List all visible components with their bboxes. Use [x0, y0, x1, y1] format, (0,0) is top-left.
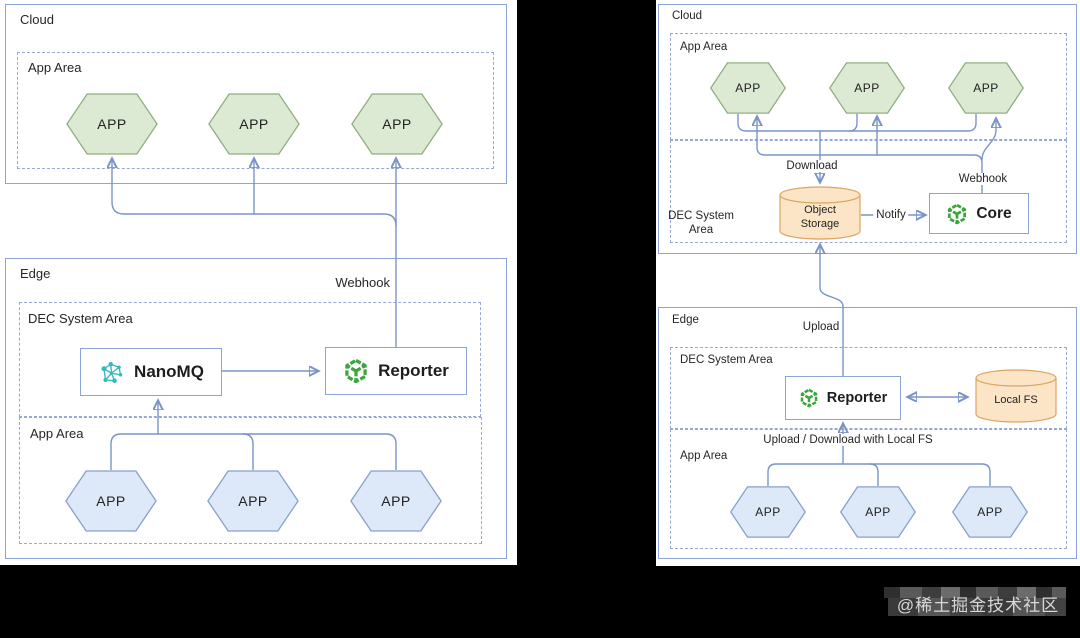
- wire-reporter-upload-to-storage: [820, 245, 844, 376]
- wire-re-app3-stub: [981, 463, 991, 486]
- left-reporter-node: Reporter: [325, 347, 467, 395]
- app-label: APP: [865, 505, 891, 519]
- right-reporter-node: Reporter: [785, 376, 901, 420]
- right-edge-app-hexagon: APP: [730, 486, 806, 538]
- wire-re-app2-stub: [869, 463, 879, 486]
- wire-edge-app3-stub: [385, 433, 397, 470]
- left-edge-app-hexagon: APP: [65, 470, 157, 532]
- right-cloud-app-area-label: App Area: [680, 41, 728, 53]
- right-edge-dec-area: [670, 347, 1067, 429]
- right-cloud-dec-area-label: DEC System Area: [668, 210, 734, 237]
- app-label: APP: [977, 505, 1003, 519]
- nanomq-label: NanoMQ: [134, 362, 204, 381]
- right-edge-label: Edge: [672, 314, 699, 326]
- wire-core-webhook-to-app3: [981, 119, 996, 161]
- reporter-label: Reporter: [826, 390, 888, 406]
- left-webhook-label: Webhook: [335, 275, 390, 290]
- watermark-text: @稀土掘金技术社区: [896, 596, 1060, 615]
- nanomq-node: NanoMQ: [80, 348, 222, 396]
- left-cloud-app-hexagon: APP: [66, 93, 158, 155]
- right-edge-app-hexagon: APP: [952, 486, 1028, 538]
- left-cloud-app-hexagon: APP: [208, 93, 300, 155]
- app-label: APP: [381, 493, 411, 509]
- left-cloud-label: Cloud: [20, 12, 54, 27]
- download-label: Download: [783, 160, 841, 172]
- wire-re-app1-stub: [767, 463, 777, 486]
- left-edge-app-hexagon: APP: [207, 470, 299, 532]
- reporter-cube-icon: [800, 388, 818, 408]
- reporter-label: Reporter: [378, 361, 449, 380]
- core-cube-icon: [948, 203, 967, 224]
- right-cloud-app-hexagon: APP: [829, 62, 905, 114]
- wire-rc-app2-stub: [848, 114, 858, 132]
- right-edge-app-hexagon: APP: [840, 486, 916, 538]
- wire-core-webhook-to-app1: [757, 117, 983, 193]
- right-webhook-label: Webhook: [955, 173, 1011, 185]
- right-cloud-label: Cloud: [672, 10, 703, 22]
- right-edge-app-area-label: App Area: [680, 450, 728, 462]
- app-label: APP: [973, 81, 999, 95]
- left-dec-system-area-label: DEC System Area: [28, 311, 133, 326]
- app-label: APP: [735, 81, 761, 95]
- app-label: APP: [238, 493, 268, 509]
- right-cloud-app-hexagon: APP: [948, 62, 1024, 114]
- left-edge-app-hexagon: APP: [350, 470, 442, 532]
- left-dec-system-area: [19, 302, 481, 417]
- left-cloud-app-hexagon: APP: [351, 93, 443, 155]
- upload-download-localfs-label: Upload / Download with Local FS: [760, 434, 936, 446]
- upload-label: Upload: [799, 321, 843, 333]
- local-fs-label: Local FS: [994, 394, 1038, 407]
- app-label: APP: [755, 505, 781, 519]
- core-node: Core: [929, 193, 1029, 234]
- right-cloud-app-area: [670, 33, 1067, 140]
- nanomq-icon: [101, 361, 123, 383]
- app-label: APP: [96, 493, 126, 509]
- wire-edge-app1-stub: [110, 433, 122, 470]
- left-cloud-app-area-label: App Area: [28, 60, 82, 75]
- core-label: Core: [976, 204, 1012, 222]
- local-fs-cylinder: Local FS: [975, 369, 1057, 423]
- left-edge-app-area: [19, 417, 482, 544]
- object-storage-cylinder: Object Storage: [779, 186, 861, 240]
- object-storage-label: Object Storage: [800, 204, 840, 230]
- right-edge-dec-area-label: DEC System Area: [680, 354, 773, 366]
- left-cloud-app-area: [17, 52, 494, 169]
- wire-rc-app1-stub: [737, 114, 747, 132]
- left-edge-app-area-label: App Area: [30, 426, 84, 441]
- wire-rc-app3-stub: [967, 114, 977, 132]
- app-label: APP: [854, 81, 880, 95]
- right-edge-app-area: [670, 429, 1067, 549]
- right-cloud-app-hexagon: APP: [710, 62, 786, 114]
- reporter-cube-icon: [345, 358, 367, 384]
- watermark-artifact-blocks: [888, 598, 1066, 616]
- notify-label: Notify: [873, 209, 909, 221]
- wire-webhook-to-app1: [112, 159, 397, 227]
- app-label: APP: [97, 116, 127, 132]
- left-edge-label: Edge: [20, 266, 51, 281]
- wire-edge-app2-stub: [242, 433, 254, 470]
- app-label: APP: [382, 116, 412, 132]
- right-cloud-dec-area: [670, 140, 1067, 243]
- watermark-artifact-blocks: [884, 587, 1066, 598]
- app-label: APP: [239, 116, 269, 132]
